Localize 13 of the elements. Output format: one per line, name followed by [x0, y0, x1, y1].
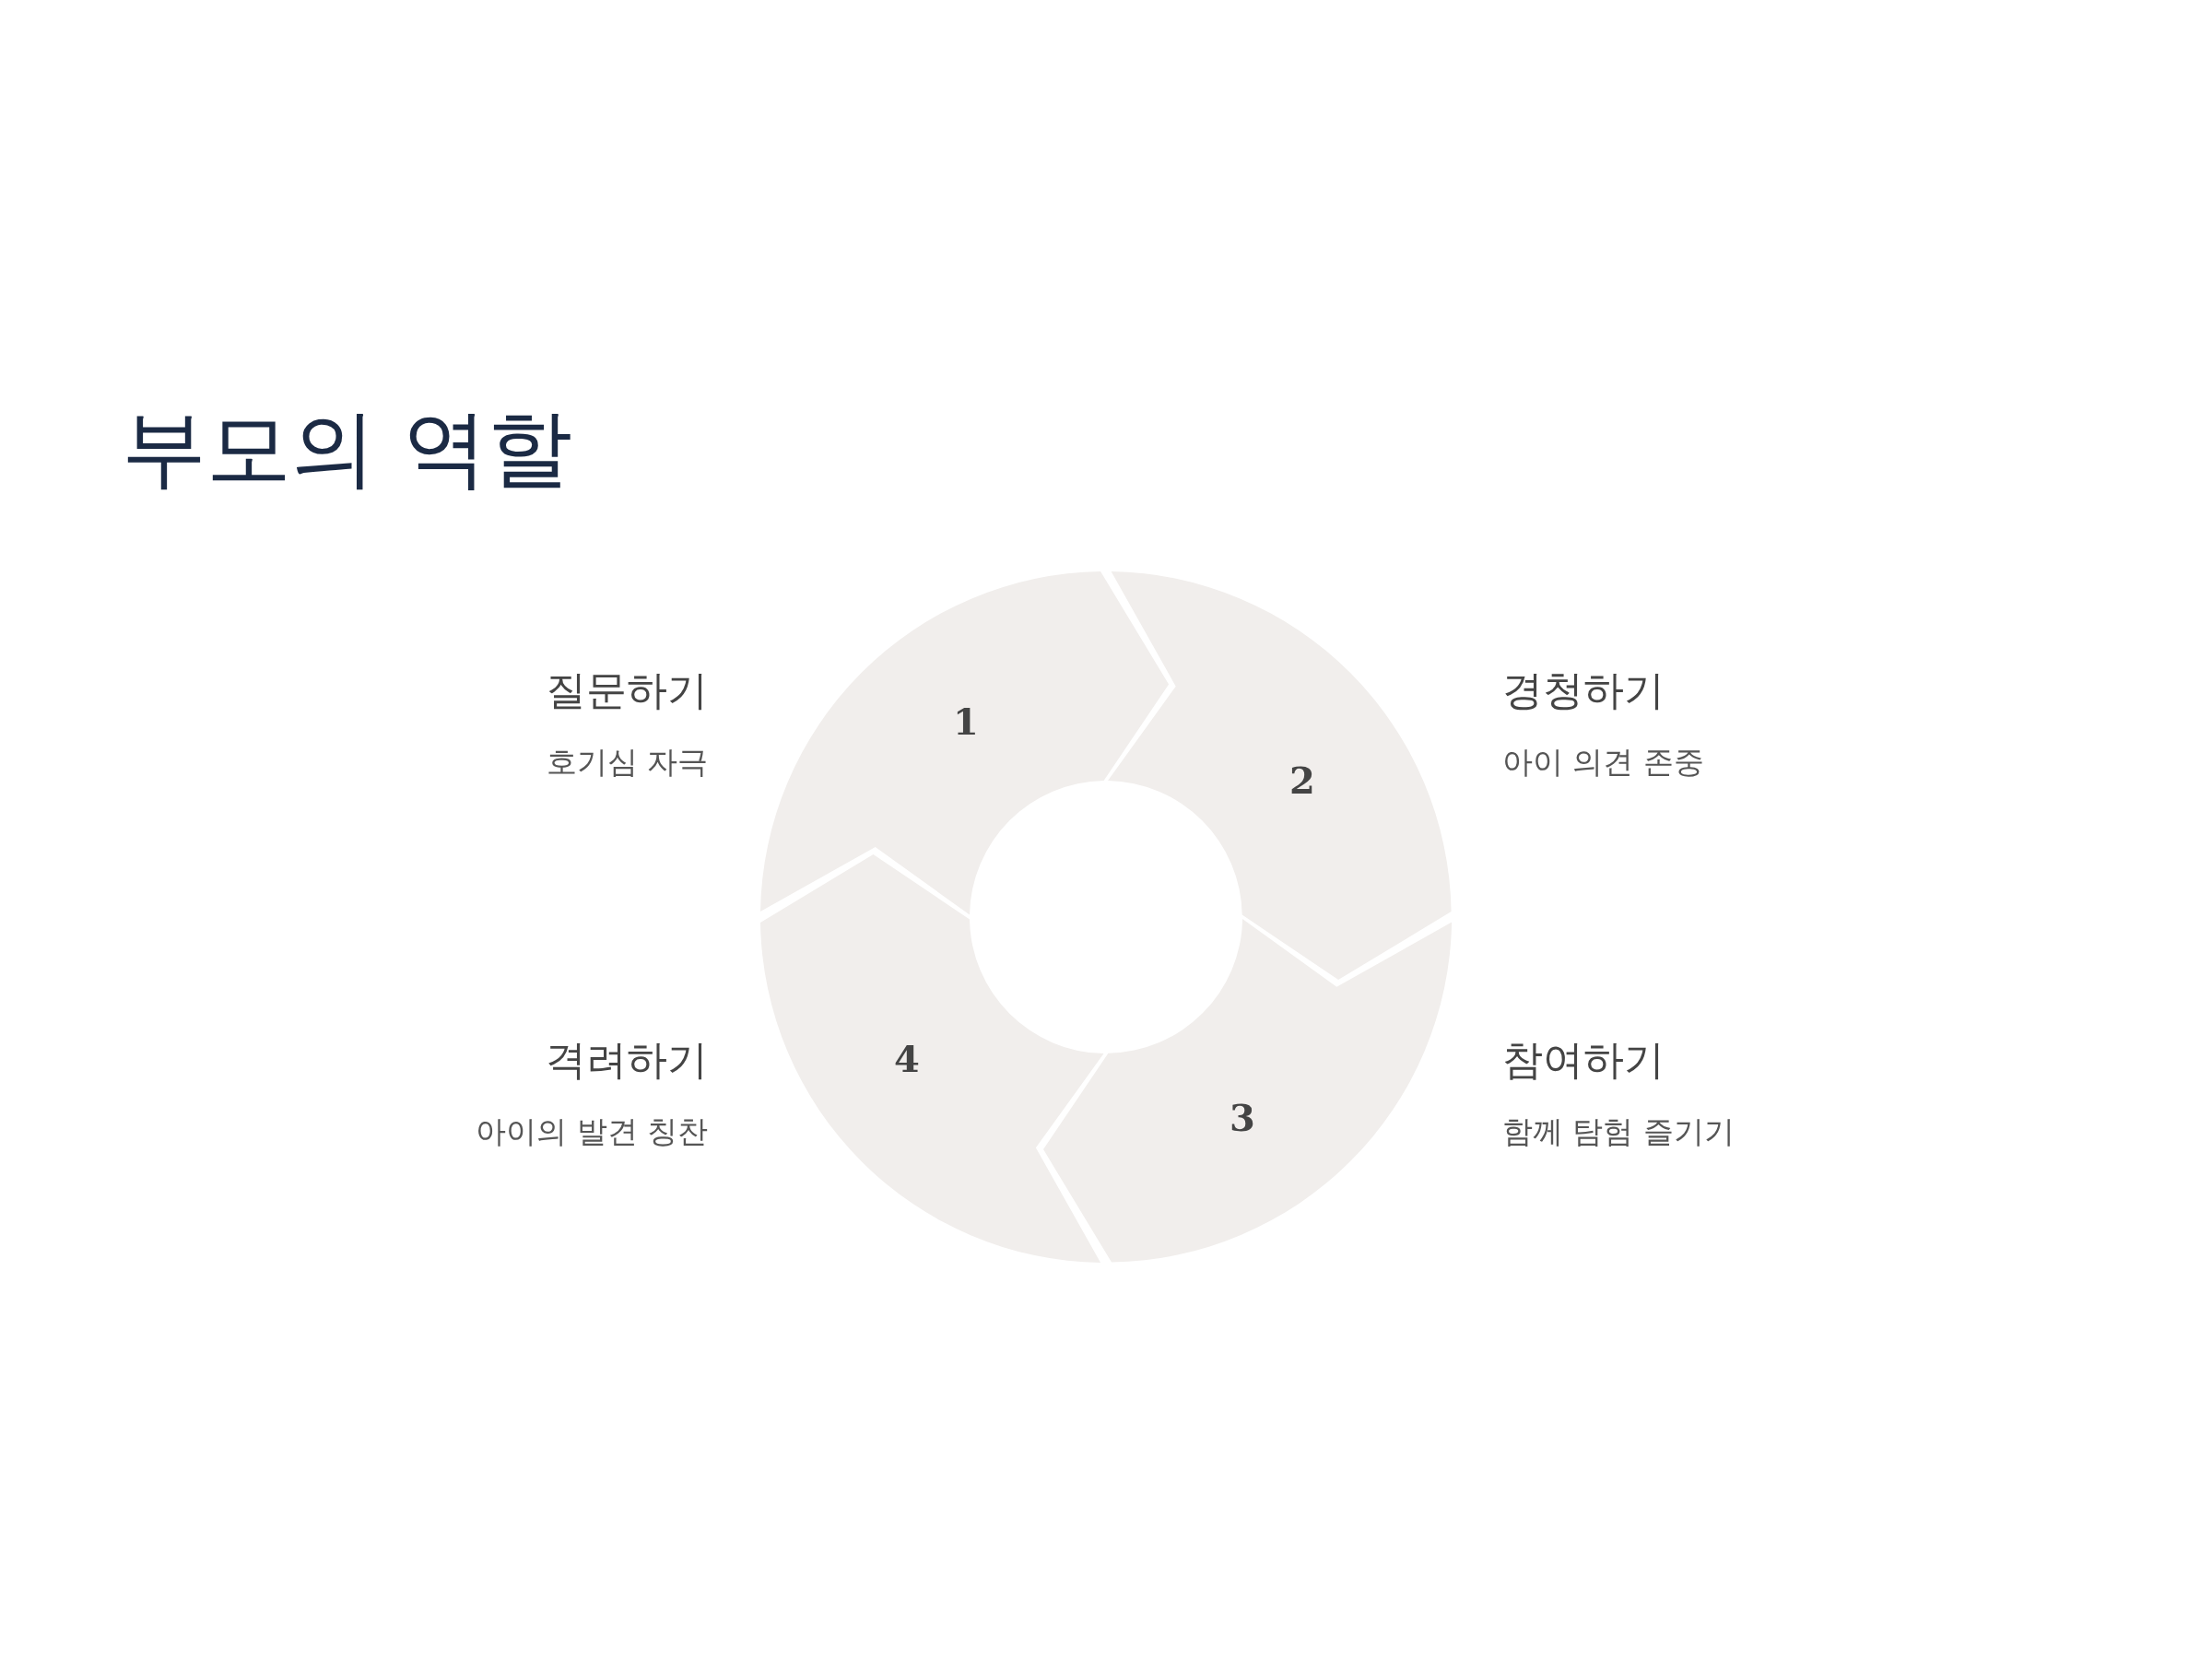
step-heading: 질문하기: [546, 665, 708, 715]
step-description: 함께 탐험 즐기기: [1502, 1112, 1735, 1151]
step-heading: 경청하기: [1502, 665, 1665, 715]
step-description: 호기심 자극: [546, 743, 708, 782]
step-heading: 참여하기: [1502, 1035, 1665, 1085]
step-number: 4: [894, 1036, 920, 1080]
step-number: 3: [1230, 1095, 1255, 1139]
step-heading: 격려하기: [546, 1035, 708, 1085]
title: 부모의 역할: [122, 398, 573, 500]
step-number: 1: [953, 699, 979, 743]
step-description: 아이의 발견 칭찬: [476, 1112, 708, 1151]
step-description: 아이 의견 존중: [1502, 743, 1704, 782]
step-number: 2: [1289, 758, 1315, 802]
